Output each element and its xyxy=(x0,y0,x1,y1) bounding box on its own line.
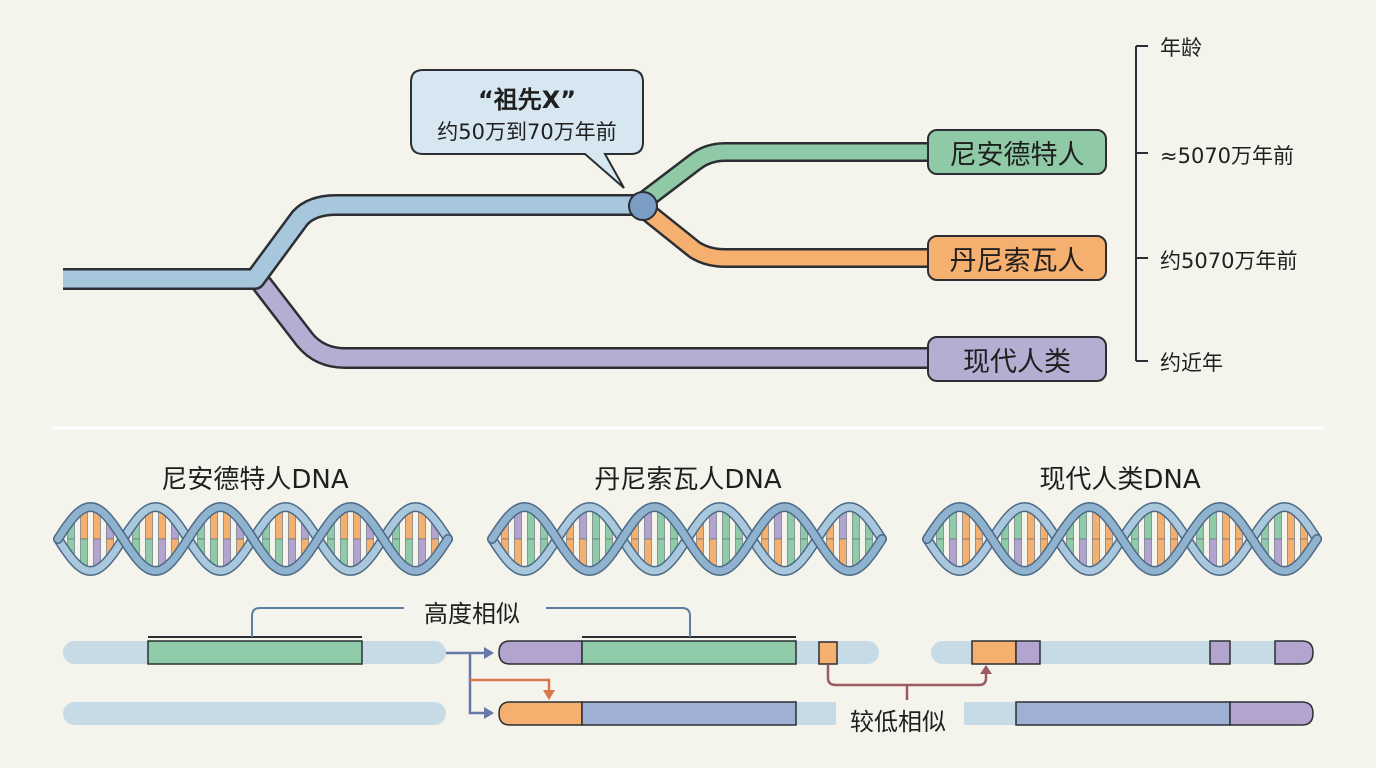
branch-modern-human xyxy=(249,272,930,369)
node-label: 现代人类 xyxy=(963,346,1071,378)
denisovan-segment-green xyxy=(581,640,797,665)
node-label: 尼安德特人 xyxy=(949,139,1085,171)
arrow-head-icon xyxy=(980,665,992,674)
arrow-head-icon xyxy=(484,647,494,659)
denisovan-segment-blue xyxy=(581,701,797,726)
gene-flow-arrows xyxy=(446,651,484,715)
low-similarity-label: 较低相似 xyxy=(846,702,950,737)
age-axis-header: 年龄 xyxy=(1160,36,1202,60)
dna-title-modern: 现代人类DNA xyxy=(1039,465,1201,495)
dna-helix-modern xyxy=(922,501,1322,577)
modern-segment-purple-1 xyxy=(1015,640,1041,665)
age-tick-2: 约5070万年前 xyxy=(1160,249,1298,273)
dna-title-denisovan: 丹尼索瓦人DNA xyxy=(594,465,782,495)
high-similarity-label: 高度相似 xyxy=(418,594,526,629)
callout-title: “祖先X” xyxy=(477,86,577,114)
denisovan-segment-orange-small xyxy=(818,641,838,665)
modern-segment-purple-end xyxy=(1274,640,1314,665)
denisovan-strand-2-tail xyxy=(796,702,836,725)
modern-segment-purple-2 xyxy=(1209,640,1231,665)
node-neanderthal: 尼安德特人 xyxy=(927,129,1107,175)
low-similarity-arrow xyxy=(826,664,988,687)
ancestor-x-callout: “祖先X” 约50万到70万年前 xyxy=(411,70,643,154)
node-denisovan: 丹尼索瓦人 xyxy=(927,235,1107,281)
modern-segment-blue xyxy=(1015,701,1231,726)
age-tick-3: 约近年 xyxy=(1160,351,1223,375)
callout-bubble xyxy=(410,69,644,189)
dna-title-neanderthal: 尼安德特人DNA xyxy=(161,465,349,495)
dna-helix-denisovan xyxy=(487,501,887,577)
node-label: 丹尼索瓦人 xyxy=(949,245,1085,277)
arrow-head-icon xyxy=(484,707,494,719)
node-modern-human: 现代人类 xyxy=(927,336,1107,382)
modern-strand-2-head xyxy=(964,702,1016,725)
ancestor-node xyxy=(628,191,658,221)
high-similarity-bracket xyxy=(148,607,796,638)
orange-arrow xyxy=(470,678,551,692)
neanderthal-segment-green xyxy=(147,640,363,665)
denisovan-segment-orange xyxy=(498,701,583,726)
denisovan-segment-purple xyxy=(498,640,583,665)
age-tick-1: ≈5070万年前 xyxy=(1160,144,1295,168)
age-axis-bracket xyxy=(1135,45,1148,362)
modern-segment-orange xyxy=(971,640,1017,665)
helix-backbone xyxy=(923,503,1321,575)
arrow-head-icon xyxy=(543,690,555,700)
dna-helix-neanderthal xyxy=(53,501,453,577)
helix-backbone xyxy=(488,503,886,575)
helix-backbone xyxy=(54,503,452,575)
modern-segment-purple-end-2 xyxy=(1229,701,1314,726)
neanderthal-strand-2 xyxy=(63,702,446,725)
callout-subtitle: 约50万到70万年前 xyxy=(437,120,617,144)
chromosome-comparison xyxy=(63,607,1314,726)
branch-ancestor-x xyxy=(63,194,640,290)
